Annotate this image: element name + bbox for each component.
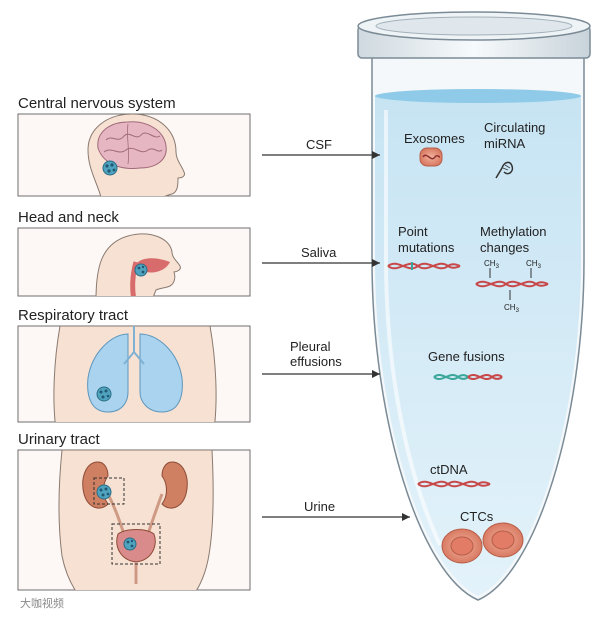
right-lung: [139, 333, 183, 413]
ch3-group-3: CH3: [504, 290, 520, 314]
tumor-lung: [96, 386, 112, 402]
panel-head-neck: Head and neck Saliva: [17, 209, 380, 297]
site-label-urinary: Urinary tract: [18, 431, 101, 448]
exosome-icon: [419, 147, 443, 167]
mirna-hairpin-icon: [495, 161, 514, 179]
brain: [97, 121, 167, 169]
biomarkers: Exosomes Circulating miRNA Point mutatio…: [387, 120, 549, 564]
label-ctcs: CTCs: [460, 509, 494, 524]
fluid-surface: [375, 89, 581, 103]
ch3-label-2: CH3: [526, 259, 542, 270]
label-mirna-line1: Circulating: [484, 120, 545, 135]
panel-cns: Central nervous system CSF: [17, 95, 380, 197]
test-tube: [357, 11, 591, 601]
label-methylation-line1: Methylation: [480, 224, 546, 239]
label-point-mutations-line2: mutations: [398, 240, 455, 255]
ch3-label-1: CH3: [484, 259, 500, 270]
fluid-label-effusions: effusions: [290, 354, 342, 369]
site-label-cns: Central nervous system: [18, 95, 176, 112]
label-gene-fusions: Gene fusions: [428, 349, 505, 364]
fluid-label-csf: CSF: [306, 137, 332, 152]
dna-point-mutation-icon: [387, 262, 461, 270]
panel-urinary: Urinary tract Urine: [17, 431, 410, 591]
fluid-label-pleural: Pleural: [290, 339, 331, 354]
ch3-group-1: CH3: [484, 259, 500, 278]
label-mirna-line2: miRNA: [484, 136, 525, 151]
dna-gene-fusion-icon: [433, 374, 503, 380]
label-exosomes: Exosomes: [404, 131, 465, 146]
site-label-head-neck: Head and neck: [18, 209, 119, 226]
watermark-text: 大咖视频: [20, 596, 64, 610]
ch3-group-2: CH3: [526, 259, 542, 278]
label-methylation-line2: changes: [480, 240, 530, 255]
panel-respiratory: Respiratory tract Pleural effusions: [17, 307, 380, 423]
tube-fluid: [375, 96, 581, 596]
label-ctdna: ctDNA: [430, 462, 468, 477]
dna-ctdna-icon: [417, 480, 491, 488]
ctc-cell-2: [482, 522, 524, 558]
right-kidney: [161, 461, 188, 509]
ctc-cell-1: [441, 528, 483, 564]
tumor-bladder: [123, 537, 137, 551]
fluid-label-saliva: Saliva: [301, 245, 337, 260]
tumor-kidney: [96, 484, 112, 500]
ch3-label-3: CH3: [504, 303, 520, 314]
tumor-head-neck: [134, 263, 148, 277]
kidney-highlight-box: [93, 477, 125, 505]
fluid-label-urine: Urine: [304, 499, 335, 514]
site-label-respiratory: Respiratory tract: [18, 307, 129, 324]
bladder-highlight-box: [111, 523, 161, 565]
label-point-mutations-line1: Point: [398, 224, 428, 239]
tumor-cns: [102, 160, 118, 176]
dna-methylation-icon: [475, 280, 549, 288]
